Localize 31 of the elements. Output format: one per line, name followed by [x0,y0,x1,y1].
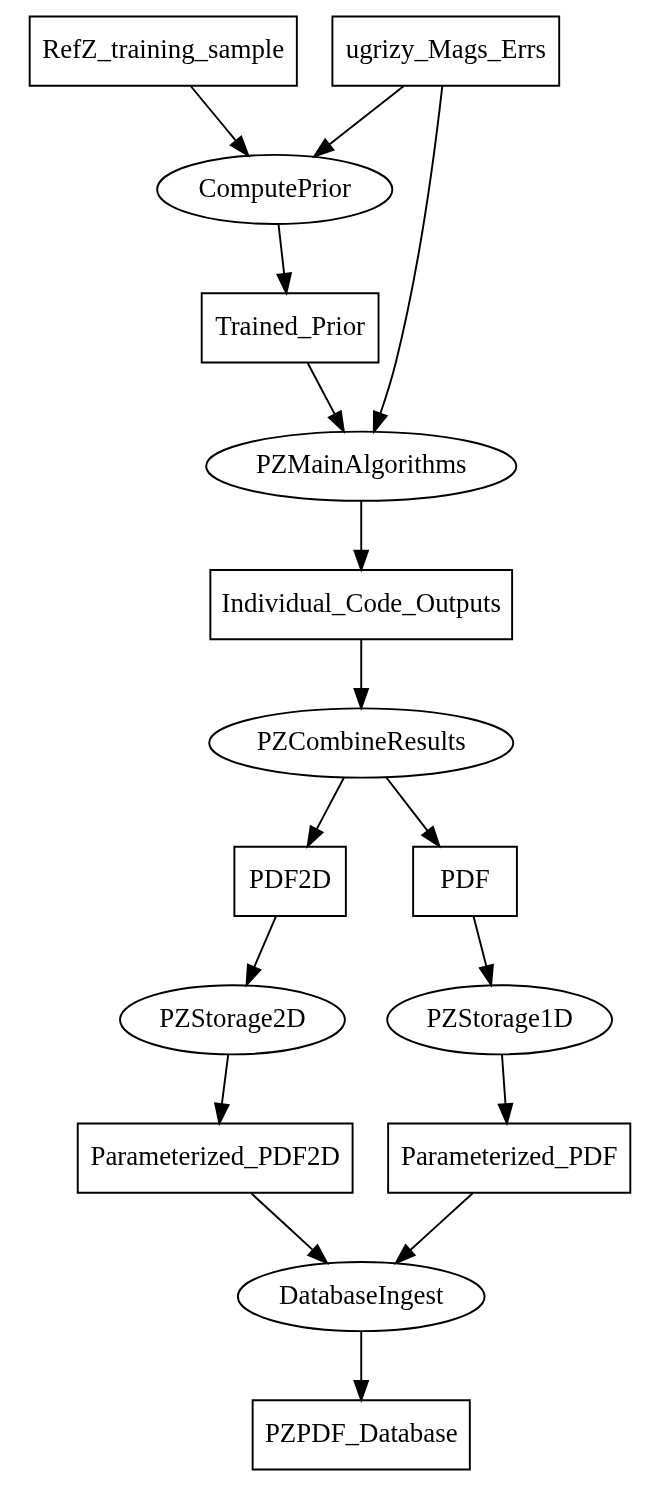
node-box: Individual_Code_Outputs [209,569,514,641]
node-box: PDF2D [233,845,347,917]
arrow [353,500,370,573]
node-box: Parameterized_PDF2D [76,1122,354,1194]
node-ellipse: DatabaseIngest [236,1261,486,1333]
arrow [276,223,293,296]
node-box: RefZ_training_sample [28,15,298,87]
arrow [353,1330,370,1404]
node-box: PDF [412,845,518,917]
node-box: Trained_Prior [200,292,380,364]
node-ellipse: PZStorage2D [119,984,346,1056]
arrow [385,776,442,849]
arrow [245,915,277,988]
node-box: PZPDF_Database [251,1399,471,1471]
node-box: ugrizy_Mags_Errs [331,15,561,87]
arrow [213,1054,230,1127]
arrow [472,915,494,988]
arrow [189,85,251,158]
node-ellipse: PZMainAlgorithms [205,430,518,502]
arrow [353,638,370,712]
node-ellipse: ComputePrior [156,153,394,225]
node-ellipse: PZStorage1D [386,984,613,1056]
arrow [306,362,346,434]
node-box: Parameterized_PDF [387,1122,632,1194]
arrow [306,776,345,849]
arrow [250,1192,330,1266]
arrow [372,84,444,435]
arrow [393,1192,474,1266]
node-ellipse: PZCombineResults [208,707,515,779]
arrow [311,85,405,159]
arrow [497,1054,514,1127]
